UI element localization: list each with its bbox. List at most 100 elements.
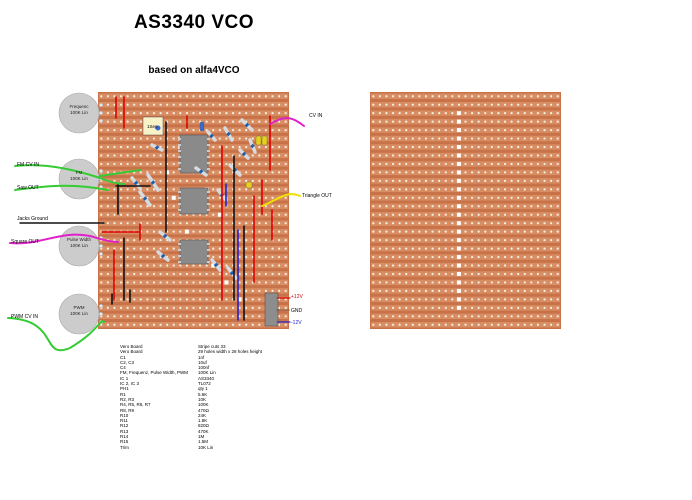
board-hole xyxy=(536,205,540,208)
board-hole xyxy=(517,222,520,225)
board-hole xyxy=(484,196,487,199)
board-hole xyxy=(278,289,281,293)
board-hole xyxy=(258,230,261,233)
board-hole xyxy=(225,298,228,301)
board-hole xyxy=(218,298,221,301)
board-hole xyxy=(517,128,520,132)
board-hole xyxy=(159,264,162,267)
board-hole xyxy=(284,95,287,98)
board-hole xyxy=(398,145,401,149)
board-hole xyxy=(258,112,261,115)
board-hole xyxy=(444,196,447,199)
board-hole xyxy=(543,213,546,216)
board-hole xyxy=(418,179,421,182)
board-hole xyxy=(152,95,156,98)
board-hole xyxy=(100,154,103,157)
board-hole xyxy=(385,230,388,233)
board-hole xyxy=(372,255,375,259)
board-hole xyxy=(550,298,553,301)
board-hole xyxy=(431,137,434,140)
board-hole xyxy=(192,230,195,233)
board-hole xyxy=(556,145,559,149)
board-hole xyxy=(278,272,281,276)
board-hole xyxy=(536,128,540,132)
board-hole xyxy=(424,137,428,140)
board-hole xyxy=(146,171,149,174)
board-hole xyxy=(398,298,401,301)
board-hole xyxy=(464,230,467,233)
board-hole xyxy=(146,247,149,250)
board-hole xyxy=(238,306,241,309)
board-hole xyxy=(245,196,248,199)
board-hole xyxy=(378,154,381,157)
board-hole xyxy=(119,213,123,216)
board-hole xyxy=(192,222,195,225)
resistor-band xyxy=(229,270,235,276)
board-hole xyxy=(451,188,454,191)
board-hole xyxy=(146,222,149,225)
board-hole xyxy=(391,255,395,259)
board-hole xyxy=(258,239,261,242)
board-hole xyxy=(264,171,268,174)
board-hole xyxy=(192,128,195,132)
board-hole xyxy=(119,205,123,208)
board-hole xyxy=(484,239,487,242)
board-hole xyxy=(451,247,454,250)
board-hole xyxy=(470,272,474,276)
board-hole xyxy=(146,162,149,166)
board-hole xyxy=(503,281,507,284)
board-hole xyxy=(385,323,388,326)
board-hole xyxy=(212,154,215,157)
board-hole xyxy=(503,145,507,149)
board-hole xyxy=(477,230,480,233)
board-hole xyxy=(238,145,241,149)
board-hole xyxy=(444,205,447,208)
board-hole xyxy=(444,95,447,98)
board-hole xyxy=(391,196,395,199)
board-hole xyxy=(284,120,287,123)
board-hole xyxy=(391,239,395,242)
board-hole xyxy=(438,103,441,106)
board-hole xyxy=(543,171,546,174)
board-hole xyxy=(271,255,274,259)
board-hole xyxy=(198,306,202,309)
board-hole xyxy=(385,255,388,259)
board-hole xyxy=(278,128,281,132)
board-hole xyxy=(470,230,474,233)
board-hole xyxy=(106,95,109,98)
board-hole xyxy=(205,179,208,182)
board-hole xyxy=(411,213,414,216)
board-hole xyxy=(172,128,175,132)
board-hole xyxy=(490,272,493,276)
board-hole xyxy=(497,205,500,208)
board-hole xyxy=(113,188,116,191)
board-hole xyxy=(470,95,474,98)
board-hole xyxy=(530,179,533,182)
board-hole xyxy=(119,103,123,106)
board-hole xyxy=(523,112,526,115)
board-hole xyxy=(218,196,221,199)
board-hole xyxy=(152,112,156,115)
label-saw-out: Saw OUT xyxy=(17,185,39,191)
board-hole xyxy=(517,281,520,284)
board-hole xyxy=(159,306,162,309)
board-hole xyxy=(477,112,480,115)
board-hole xyxy=(152,239,156,242)
board-hole xyxy=(510,196,513,199)
parts-list-name: Vero Board xyxy=(120,344,143,349)
parts-list-name: PH1 xyxy=(120,386,129,392)
board-hole xyxy=(192,272,195,276)
board-hole xyxy=(517,171,520,174)
board-hole xyxy=(146,137,149,140)
board-hole xyxy=(100,162,103,166)
board-hole xyxy=(126,306,129,309)
board-hole xyxy=(258,281,261,284)
board-hole xyxy=(152,298,156,301)
board-hole xyxy=(106,120,109,123)
board-hole xyxy=(477,103,480,106)
board-hole xyxy=(218,205,221,208)
board-hole xyxy=(405,145,408,149)
board-hole xyxy=(258,315,261,318)
wire-green xyxy=(14,164,125,185)
